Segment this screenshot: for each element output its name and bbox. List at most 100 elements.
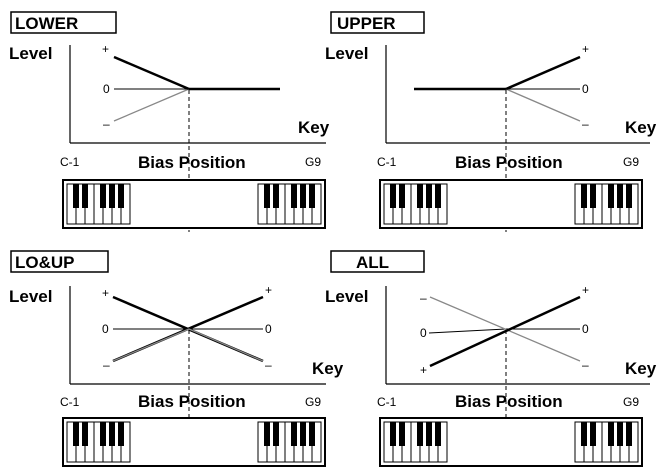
panel-title: UPPER: [337, 14, 396, 33]
zero-marker-right: 0: [265, 322, 272, 336]
black-key: [390, 184, 396, 208]
plus-marker: +: [420, 363, 427, 377]
minus-slope-left: [112, 328, 190, 362]
keyboard-graphic: [379, 179, 643, 229]
minus-marker-right: –: [265, 358, 272, 372]
zero-marker: 0: [420, 326, 427, 340]
black-key: [273, 422, 279, 446]
black-key: [264, 184, 270, 208]
y-axis-label: Level: [9, 287, 52, 306]
black-key: [309, 422, 315, 446]
black-key: [100, 422, 106, 446]
black-key: [608, 422, 614, 446]
title-box: [330, 11, 425, 34]
x-axis-label: Key: [625, 359, 657, 378]
black-key: [435, 184, 441, 208]
panel-title: ALL: [356, 253, 389, 272]
x-axis-label: Key: [298, 118, 330, 137]
black-key: [417, 422, 423, 446]
plus-slope-line: [505, 55, 581, 91]
minus-marker: –: [103, 358, 110, 372]
panel-lo-up: LO&UP Level Key + 0 – + 0 – C-1 G9 Bias …: [9, 250, 344, 468]
black-key: [300, 184, 306, 208]
black-key: [264, 422, 270, 446]
black-key: [100, 184, 106, 208]
black-key: [608, 184, 614, 208]
bias-position-label: Bias Position: [138, 392, 246, 411]
plus-marker: +: [102, 286, 109, 300]
black-key: [73, 184, 79, 208]
black-key: [109, 184, 115, 208]
plus-slope-line: [113, 55, 190, 91]
plus-marker: +: [102, 42, 109, 56]
range-high-label: G9: [623, 155, 639, 169]
title-box: [10, 11, 117, 34]
range-high-label: G9: [623, 395, 639, 409]
title-box: [10, 250, 109, 273]
plus-marker: +: [582, 42, 589, 56]
black-key: [118, 422, 124, 446]
black-key: [581, 184, 587, 208]
panel-title: LOWER: [15, 14, 78, 33]
zero-marker: 0: [103, 82, 110, 96]
zero-marker: 0: [102, 322, 109, 336]
panel-title: LO&UP: [15, 253, 75, 272]
black-key: [399, 422, 405, 446]
range-high-label: G9: [305, 155, 321, 169]
minus-marker: –: [582, 117, 589, 131]
black-key: [309, 184, 315, 208]
zero-line-left: [428, 328, 507, 334]
black-key: [617, 422, 623, 446]
black-key: [590, 184, 596, 208]
black-key: [590, 422, 596, 446]
black-key: [399, 184, 405, 208]
black-key: [390, 422, 396, 446]
bias-position-label: Bias Position: [455, 153, 563, 172]
x-axis-label: Key: [625, 118, 657, 137]
black-key: [617, 184, 623, 208]
zero-marker-right: 0: [582, 322, 589, 336]
x-axis-label: Key: [312, 359, 344, 378]
black-key: [291, 422, 297, 446]
bias-position-label: Bias Position: [455, 392, 563, 411]
y-axis-label: Level: [325, 44, 368, 63]
keyboard-graphic: [62, 417, 326, 467]
keyboard-graphic: [62, 179, 326, 229]
plus-slope-line: [429, 295, 581, 368]
minus-slope-line: [113, 88, 190, 122]
minus-marker-right: –: [582, 358, 589, 372]
plus-marker-right: +: [582, 283, 589, 297]
y-axis-label: Level: [9, 44, 52, 63]
black-key: [82, 422, 88, 446]
plus-marker-right: +: [265, 283, 272, 297]
zero-marker: 0: [582, 82, 589, 96]
black-key: [417, 184, 423, 208]
title-box: [330, 250, 425, 273]
black-key: [426, 184, 432, 208]
black-key: [300, 422, 306, 446]
bias-position-label: Bias Position: [138, 153, 246, 172]
black-key: [435, 422, 441, 446]
black-key: [626, 422, 632, 446]
black-key: [73, 422, 79, 446]
panel-all: ALL Level Key – 0 + + 0 – C-1 G9 Bias Po…: [325, 250, 657, 468]
range-high-label: G9: [305, 395, 321, 409]
range-low-label: C-1: [377, 395, 397, 409]
black-key: [291, 184, 297, 208]
keyboard-graphic: [379, 417, 643, 467]
minus-slope-line: [505, 88, 581, 122]
black-key: [581, 422, 587, 446]
black-key: [426, 422, 432, 446]
black-key: [109, 422, 115, 446]
panel-upper: UPPER Level Key + 0 – C-1 G9 Bias Positi…: [325, 11, 657, 232]
minus-slope-right: [188, 328, 264, 362]
minus-slope-line: [429, 296, 581, 362]
minus-marker: –: [103, 117, 110, 131]
black-key: [273, 184, 279, 208]
range-low-label: C-1: [60, 155, 80, 169]
y-axis-label: Level: [325, 287, 368, 306]
minus-marker: –: [420, 291, 427, 305]
black-key: [82, 184, 88, 208]
black-key: [118, 184, 124, 208]
